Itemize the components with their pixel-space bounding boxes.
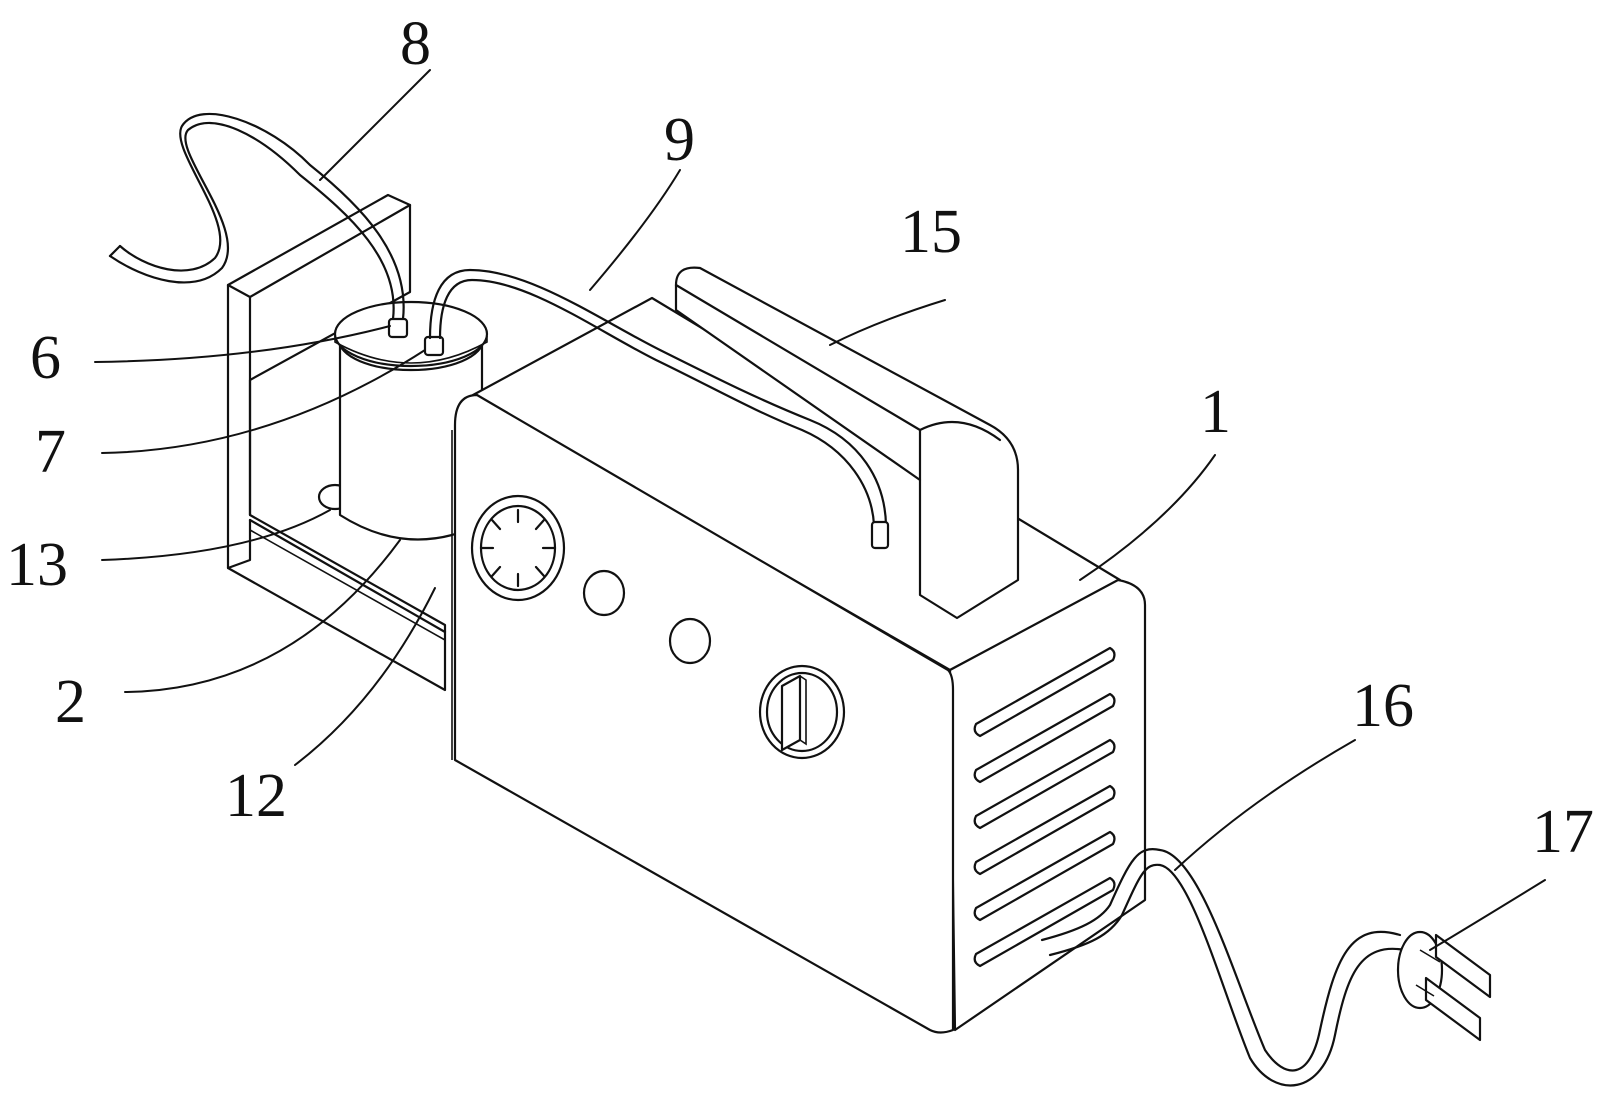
label-12: 12 xyxy=(225,762,287,830)
label-15: 15 xyxy=(900,198,962,266)
rotary-switch xyxy=(758,664,846,760)
label-2: 2 xyxy=(55,668,86,736)
pressure-gauge xyxy=(470,494,566,602)
tube-9-connector xyxy=(870,520,890,550)
label-17: 17 xyxy=(1532,798,1594,866)
button-1 xyxy=(582,569,626,617)
label-8: 8 xyxy=(400,10,431,78)
connector-7 xyxy=(423,335,445,357)
label-13: 13 xyxy=(6,531,68,599)
label-16: 16 xyxy=(1352,672,1414,740)
tube-9 xyxy=(428,268,890,550)
button-2 xyxy=(668,617,712,665)
tube-8 xyxy=(108,112,405,321)
leader-lines xyxy=(94,69,1546,951)
part-labels: 8 9 15 1 6 7 13 2 12 16 17 xyxy=(6,10,1594,866)
power-cord xyxy=(1040,848,1407,1087)
label-1: 1 xyxy=(1200,378,1231,446)
label-6: 6 xyxy=(30,324,61,392)
mounting-frame xyxy=(226,193,447,692)
label-9: 9 xyxy=(664,106,695,174)
collection-bottle xyxy=(317,300,489,541)
vent-slots xyxy=(973,646,1116,968)
label-7: 7 xyxy=(35,418,66,486)
power-plug xyxy=(1396,930,1492,1042)
carry-handle xyxy=(674,266,1020,620)
connector-6 xyxy=(387,317,409,339)
